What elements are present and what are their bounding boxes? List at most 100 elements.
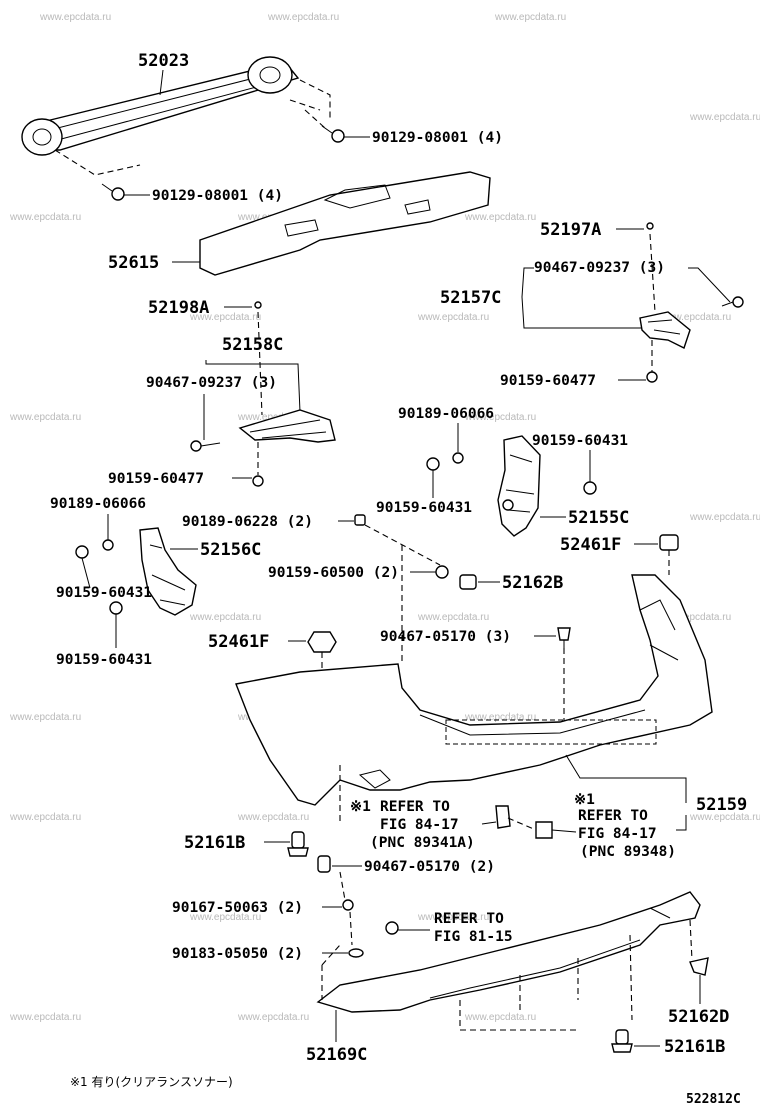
watermark: www.epcdata.ru [9, 1012, 81, 1023]
label-90129-08001-b: 90129-08001 (4) [152, 188, 283, 204]
watermark: www.epcdata.ru [189, 312, 261, 323]
dash-lower [339, 871, 346, 901]
ref2-line3: (PNC 89348) [580, 844, 676, 860]
sensor-holder-icon [495, 805, 553, 839]
label-52615: 52615 [108, 253, 159, 273]
dash-52197A [649, 233, 656, 313]
pad-52461F-icon [307, 631, 337, 653]
label-52197A: 52197A [540, 220, 601, 240]
nut-90183-icon [348, 948, 364, 958]
watermark: www.epcdata.ru [659, 612, 731, 623]
nut-90189-icon [452, 452, 464, 464]
nut-90159-icon [435, 565, 449, 579]
pad-52461F-icon [659, 534, 679, 551]
watermark: www.epcdata.ru [689, 112, 760, 123]
leader-ref2 [551, 829, 577, 833]
label-52161B-b: 52161B [664, 1037, 725, 1057]
footnote: ※1 有り(クリアランスソナー) [70, 1075, 233, 1089]
label-90129-08001-a: 90129-08001 (4) [372, 130, 503, 146]
label-90189-06066-r: 90189-06066 [398, 406, 494, 422]
label-90159-60431-l2: 90159-60431 [56, 652, 152, 668]
label-52157C: 52157C [440, 288, 501, 308]
leader-ref1 [481, 821, 497, 825]
label-90189-06228: 90189-06228 (2) [182, 514, 313, 530]
part-52615-absorber [199, 171, 491, 276]
label-90159-60500: 90159-60500 (2) [268, 565, 399, 581]
nut-90159-icon [646, 371, 658, 383]
label-52162D: 52162D [668, 1007, 729, 1027]
ref2-line1: REFER TO [578, 808, 648, 824]
label-90467-09237-r: 90467-09237 (3) [534, 260, 665, 276]
nut-90159-icon [583, 481, 597, 495]
nut-90159-icon [426, 457, 440, 471]
watermark: www.epcdata.ru [659, 312, 731, 323]
label-52155C: 52155C [568, 508, 629, 528]
retainer-52197A-icon [646, 222, 654, 230]
watermark: www.epcdata.ru [689, 512, 760, 523]
label-90467-05170b: 90467-05170 (2) [364, 859, 495, 875]
ref2-line2: FIG 84-17 [578, 826, 657, 842]
watermark: www.epcdata.ru [417, 612, 489, 623]
pad-52162D-icon [689, 957, 709, 976]
watermark: www.epcdata.ru [237, 1012, 309, 1023]
dash-90183 [349, 911, 353, 946]
watermark: www.epcdata.ru [9, 412, 81, 423]
watermark: www.epcdata.ru [9, 812, 81, 823]
label-52023: 52023 [138, 51, 189, 71]
clip-90467-icon [557, 627, 571, 648]
label-90189-06066-l: 90189-06066 [50, 496, 146, 512]
label-90159-60431-l1: 90159-60431 [56, 585, 152, 601]
clip-52161B-icon [611, 1029, 633, 1053]
part-52156C-bracket [139, 527, 197, 616]
screw-90467-icon [721, 296, 744, 308]
pad-52162B-icon [459, 574, 477, 590]
ref1-line1: REFER TO [380, 799, 450, 815]
figure-code: 522812C [686, 1092, 741, 1107]
label-90159-60431-r2: 90159-60431 [376, 500, 472, 516]
label-90183-05050: 90183-05050 (2) [172, 946, 303, 962]
bolt-90129-icon [321, 125, 345, 143]
label-90467-05170: 90467-05170 (3) [380, 629, 511, 645]
label-52162B: 52162B [502, 573, 563, 593]
watermark: www.epcdata.ru [417, 312, 489, 323]
screw-90167-icon [342, 899, 354, 911]
ref3-line2: FIG 81-15 [434, 929, 513, 945]
part-52155C-bracket [497, 435, 541, 537]
label-52161B-a: 52161B [184, 833, 245, 853]
clip-52161B-icon [287, 831, 309, 857]
clip-90467-icon [317, 855, 331, 873]
watermark: www.epcdata.ru [417, 912, 489, 923]
nut-90159-icon [75, 545, 89, 559]
leader-52157C [521, 267, 642, 329]
watermark: www.epcdata.ru [464, 1012, 536, 1023]
nut-90159-icon [502, 499, 514, 511]
ref2-mark: ※1 [574, 792, 595, 808]
watermark: www.epcdata.ru [464, 712, 536, 723]
label-90167-50063: 90167-50063 (2) [172, 900, 303, 916]
watermark: www.epcdata.ru [237, 812, 309, 823]
nut-90159-icon [252, 475, 264, 487]
ref1-line3: (PNC 89341A) [370, 835, 475, 851]
part-52169C-lower-cover [316, 891, 701, 1031]
leader-90467-r [688, 267, 731, 303]
label-52159: 52159 [696, 795, 747, 815]
label-52461F-r: 52461F [560, 535, 621, 555]
grommet-icon [385, 921, 399, 935]
watermark: www.epcdata.ru [39, 12, 111, 23]
watermark: www.epcdata.ru [494, 12, 566, 23]
label-52198A: 52198A [148, 298, 209, 318]
part-52158C-bracket [238, 409, 336, 443]
watermark: www.epcdata.ru [9, 212, 81, 223]
screw-90467-icon [190, 440, 221, 452]
nut-90189-icon [102, 539, 114, 551]
leader-90159-431l1 [81, 557, 91, 589]
part-52023-reinforcement [21, 56, 331, 176]
ref1-mark: ※1 [350, 799, 371, 815]
watermark: www.epcdata.ru [464, 412, 536, 423]
watermark: www.epcdata.ru [189, 612, 261, 623]
label-52156C: 52156C [200, 540, 261, 560]
watermark: www.epcdata.ru [267, 12, 339, 23]
label-90467-09237-l: 90467-09237 (3) [146, 375, 277, 391]
label-90159-60477-l: 90159-60477 [108, 471, 204, 487]
